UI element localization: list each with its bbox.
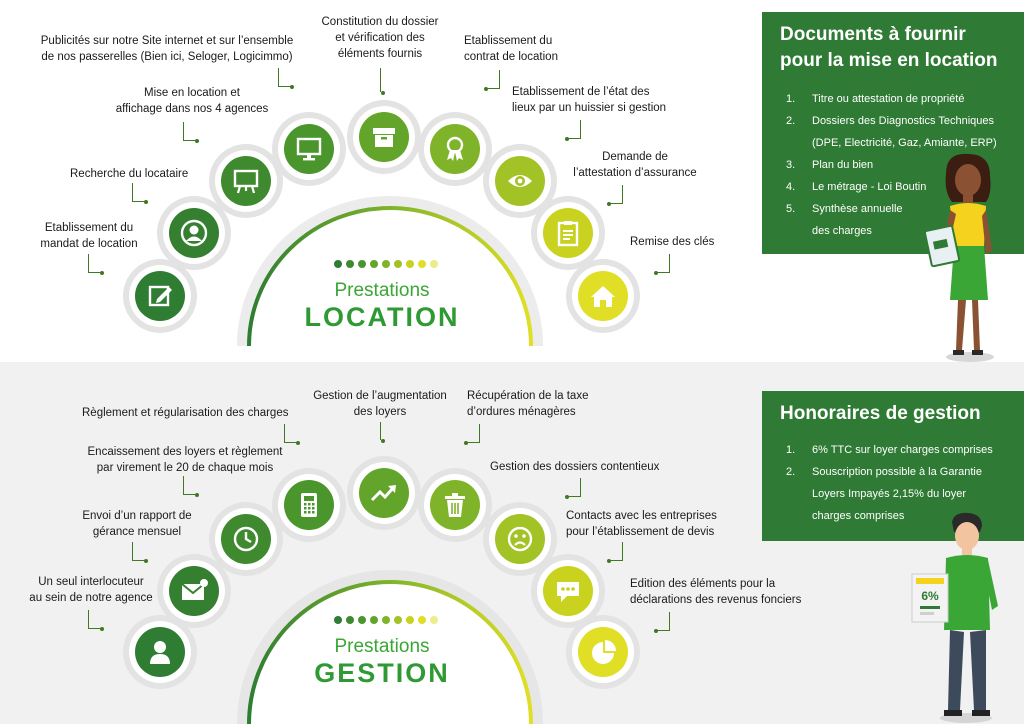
- step-label-etat-lieux: Etablissement de l’état des lieux par un…: [512, 86, 667, 114]
- honoraires-panel: Honoraires de gestion 1.6% TTC sur loyer…: [762, 391, 1024, 541]
- leader-line: [88, 610, 104, 631]
- step-label-affichage: Mise en location et affichage dans nos 4…: [115, 87, 269, 115]
- gestion-title: Prestations GESTION: [272, 636, 492, 689]
- step-circle-revenus: [572, 621, 634, 683]
- leader-line: [607, 185, 623, 206]
- step-label-taxe: Récupération de la taxe d’ordures ménagè…: [467, 390, 589, 418]
- box-icon: [373, 128, 395, 147]
- pie-icon: [592, 640, 616, 664]
- step-label-encaissement: Encaissement des loyers et règlement par…: [87, 446, 283, 474]
- clipboard-icon: [557, 221, 579, 247]
- step-circle-affichage: [215, 150, 277, 212]
- sad-face-icon: [507, 526, 533, 552]
- step-circle-recherche: [163, 202, 225, 264]
- step-circle-contentieux: [489, 508, 551, 570]
- step-circle-augmentation: [353, 462, 415, 524]
- eye-icon: [508, 175, 532, 187]
- step-label-rapport: Envoi d’un rapport de gérance mensuel: [82, 510, 192, 538]
- step-circle-mandat: [129, 265, 191, 327]
- leader-line: [464, 424, 480, 445]
- step-circle-rapport: [163, 560, 225, 622]
- mail-icon: [181, 579, 208, 600]
- leader-line: [132, 542, 148, 563]
- gestion-dots: [334, 616, 438, 624]
- step-label-assurance: Demande de l’attestation d’assurance: [573, 151, 697, 179]
- leader-line: [565, 120, 581, 141]
- step-circle-contrat: [424, 118, 486, 180]
- documents-list: 1.Titre ou attestation de propriété 2.Do…: [786, 88, 1016, 242]
- list-item: 2.Dossiers des Diagnostics Techniques (D…: [786, 115, 997, 149]
- step-circle-dossier: [353, 106, 415, 168]
- list-item: 1.6% TTC sur loyer charges comprises: [786, 444, 993, 456]
- leader-line: [284, 424, 300, 445]
- step-circle-interlocuteur: [129, 621, 191, 683]
- monitor-icon: [296, 137, 322, 161]
- leader-line: [565, 478, 581, 499]
- step-label-augmentation: Gestion de l’augmentation des loyers: [313, 390, 447, 418]
- sign-percent: 6%: [921, 589, 939, 603]
- list-item: 1.Titre ou attestation de propriété: [786, 93, 965, 105]
- leader-line: [607, 542, 623, 563]
- leader-line: [88, 254, 104, 275]
- step-label-recherche: Recherche du locataire: [70, 168, 189, 180]
- step-label-cles: Remise des clés: [630, 236, 715, 248]
- step-circle-charges: [278, 474, 340, 536]
- list-item: 5.Synthèse annuelle des charges: [786, 203, 903, 237]
- leader-line: [183, 122, 199, 143]
- clock-icon: [233, 526, 259, 552]
- gestion-section: Prestations GESTION Un seul interlocuteu…: [0, 362, 1024, 724]
- leader-line: [654, 612, 670, 633]
- step-circle-encaissement: [215, 508, 277, 570]
- step-circle-publicites: [278, 118, 340, 180]
- chat-icon: [557, 582, 579, 602]
- gestion-title-big: GESTION: [314, 658, 450, 688]
- woman-illustration: [923, 153, 994, 362]
- honoraires-panel-title: Honoraires de gestion: [780, 403, 981, 424]
- award-icon: [446, 136, 464, 161]
- calculator-icon: [301, 493, 317, 517]
- step-circle-etat-lieux: [489, 150, 551, 212]
- leader-line: [380, 68, 385, 95]
- location-section: Prestations LOCATION Etablissement du ma…: [40, 12, 1024, 362]
- board-icon: [233, 169, 259, 194]
- list-item: 3.Plan du bien: [786, 159, 874, 171]
- leader-line: [654, 254, 670, 275]
- location-dots: [334, 260, 438, 268]
- step-label-dossier: Constitution du dossier et vérification …: [321, 16, 439, 60]
- step-circle-cles: [572, 265, 634, 327]
- location-arc: [237, 196, 543, 347]
- honoraires-list: 1.6% TTC sur loyer charges comprises 2.S…: [786, 439, 1020, 527]
- step-label-contrat: Etablissement du contrat de location: [464, 35, 558, 63]
- user-icon: [180, 219, 208, 247]
- trash-icon: [445, 493, 465, 517]
- home-icon: [591, 286, 615, 307]
- man-illustration: 6%: [911, 512, 998, 723]
- edit-icon: [148, 285, 172, 307]
- step-label-revenus: Edition des éléments pour la déclaration…: [630, 578, 802, 606]
- leader-line: [380, 422, 385, 443]
- gestion-arc: [237, 570, 543, 724]
- step-label-devis: Contacts avec les entreprises pour l’éta…: [566, 510, 717, 538]
- step-label-charges: Règlement et régularisation des charges: [82, 407, 289, 419]
- step-label-mandat: Etablissement du mandat de location: [40, 222, 138, 250]
- gestion-title-small: Prestations: [334, 636, 430, 657]
- step-label-contentieux: Gestion des dossiers contentieux: [490, 461, 660, 473]
- trend-up-icon: [370, 485, 396, 502]
- leader-line: [132, 183, 148, 204]
- leader-line: [484, 70, 500, 91]
- step-label-interlocuteur: Un seul interlocuteur au sein de notre a…: [29, 576, 153, 604]
- documents-panel-title: Documents à fournir pour la mise en loca…: [780, 24, 998, 71]
- location-title: Prestations LOCATION: [272, 280, 492, 333]
- leader-line: [183, 476, 199, 497]
- person-icon: [150, 641, 170, 664]
- step-label-publicites: Publicités sur notre Site internet et su…: [40, 35, 294, 63]
- step-circle-assurance: [537, 202, 599, 264]
- list-item: 2.Souscription possible à la Garantie Lo…: [786, 466, 982, 522]
- leader-line: [278, 68, 294, 89]
- step-circle-taxe: [424, 474, 486, 536]
- list-item: 4.Le métrage - Loi Boutin: [786, 181, 927, 193]
- location-title-big: LOCATION: [304, 302, 460, 332]
- location-title-small: Prestations: [334, 280, 430, 301]
- step-circle-devis: [537, 560, 599, 622]
